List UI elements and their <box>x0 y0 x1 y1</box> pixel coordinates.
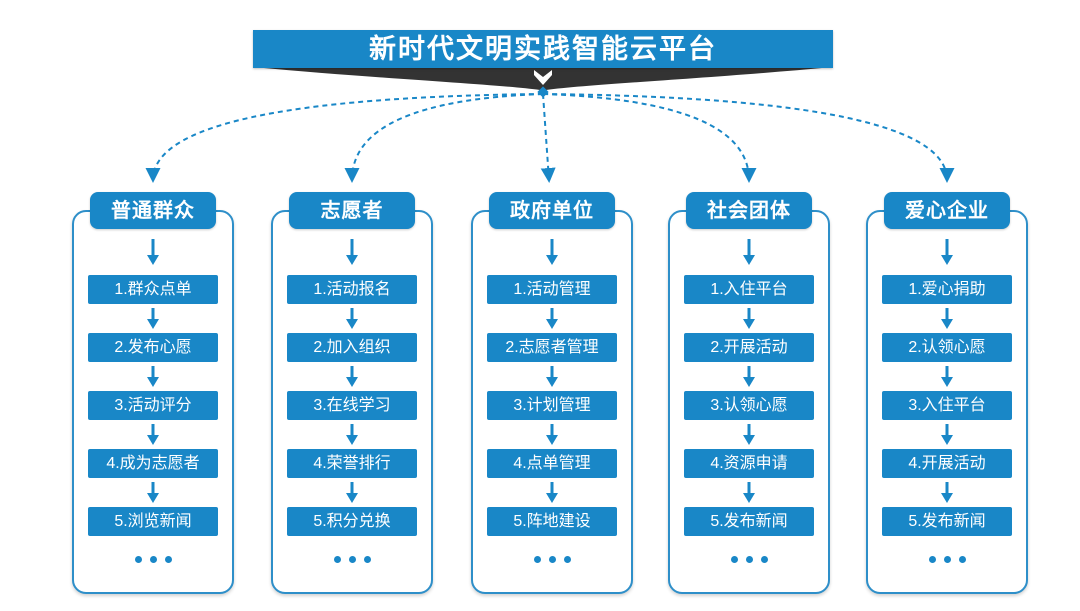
down-arrow-icon <box>147 239 159 265</box>
step-box: 1.活动报名 <box>287 275 417 304</box>
column-header: 志愿者 <box>289 192 415 229</box>
connector-curve <box>344 93 544 183</box>
step-box: 2.志愿者管理 <box>487 333 617 362</box>
down-arrow-icon <box>546 308 558 329</box>
down-arrow-icon <box>346 482 358 503</box>
step-box: 3.活动评分 <box>88 391 218 420</box>
role-column-3: 政府单位 1.活动管理 2.志愿者管理 3.计划管理 4.点单管理 5.阵地建设 <box>471 192 633 594</box>
down-arrow-icon <box>147 366 159 387</box>
down-arrow-icon <box>743 482 755 503</box>
ellipsis-icon <box>533 556 571 563</box>
step-box: 1.入住平台 <box>684 275 814 304</box>
platform-title: 新时代文明实践智能云平台 <box>253 30 833 68</box>
step-box: 4.开展活动 <box>882 449 1012 478</box>
ellipsis-icon <box>730 556 768 563</box>
ellipsis-icon <box>333 556 371 563</box>
step-box: 3.计划管理 <box>487 391 617 420</box>
step-box: 3.在线学习 <box>287 391 417 420</box>
down-arrow-icon <box>346 366 358 387</box>
role-column-1: 普通群众 1.群众点单 2.发布心愿 3.活动评分 4.成为志愿者 5.浏览新闻 <box>72 192 234 594</box>
step-box: 2.加入组织 <box>287 333 417 362</box>
ellipsis-icon <box>134 556 172 563</box>
column-header: 爱心企业 <box>884 192 1010 229</box>
column-header: 普通群众 <box>90 192 216 229</box>
step-box: 3.认领心愿 <box>684 391 814 420</box>
step-box: 3.入住平台 <box>882 391 1012 420</box>
step-box: 2.认领心愿 <box>882 333 1012 362</box>
down-arrow-icon <box>941 239 953 265</box>
down-arrow-icon <box>546 424 558 445</box>
connector-curve <box>542 93 955 183</box>
down-arrow-icon <box>941 366 953 387</box>
step-box: 4.点单管理 <box>487 449 617 478</box>
step-box: 1.爱心捐助 <box>882 275 1012 304</box>
step-box: 5.浏览新闻 <box>88 507 218 536</box>
down-arrow-icon <box>546 366 558 387</box>
down-arrow-icon <box>346 239 358 265</box>
step-box: 4.资源申请 <box>684 449 814 478</box>
down-arrow-icon <box>941 424 953 445</box>
step-box: 5.阵地建设 <box>487 507 617 536</box>
step-box: 5.发布新闻 <box>684 507 814 536</box>
down-arrow-icon <box>743 308 755 329</box>
step-box: 4.荣誉排行 <box>287 449 417 478</box>
down-arrow-icon <box>346 424 358 445</box>
column-header: 社会团体 <box>686 192 812 229</box>
down-arrow-icon <box>346 308 358 329</box>
role-column-4: 社会团体 1.入住平台 2.开展活动 3.认领心愿 4.资源申请 5.发布新闻 <box>668 192 830 594</box>
down-arrow-icon <box>941 482 953 503</box>
down-arrow-icon <box>941 308 953 329</box>
connector-curve <box>540 93 556 183</box>
step-box: 5.发布新闻 <box>882 507 1012 536</box>
down-chevron-icon <box>534 70 552 85</box>
step-box: 4.成为志愿者 <box>88 449 218 478</box>
step-box: 1.活动管理 <box>487 275 617 304</box>
role-column-2: 志愿者 1.活动报名 2.加入组织 3.在线学习 4.荣誉排行 5.积分兑换 <box>271 192 433 594</box>
down-arrow-icon <box>546 239 558 265</box>
ellipsis-icon <box>928 556 966 563</box>
step-box: 2.开展活动 <box>684 333 814 362</box>
down-arrow-icon <box>743 239 755 265</box>
down-arrow-icon <box>743 424 755 445</box>
connector-curve <box>542 93 757 183</box>
step-box: 5.积分兑换 <box>287 507 417 536</box>
step-box: 2.发布心愿 <box>88 333 218 362</box>
role-column-5: 爱心企业 1.爱心捐助 2.认领心愿 3.入住平台 4.开展活动 5.发布新闻 <box>866 192 1028 594</box>
connector-curve <box>145 93 544 183</box>
down-arrow-icon <box>147 308 159 329</box>
down-arrow-icon <box>147 482 159 503</box>
column-header: 政府单位 <box>489 192 615 229</box>
down-arrow-icon <box>743 366 755 387</box>
down-arrow-icon <box>147 424 159 445</box>
step-box: 1.群众点单 <box>88 275 218 304</box>
down-arrow-icon <box>546 482 558 503</box>
